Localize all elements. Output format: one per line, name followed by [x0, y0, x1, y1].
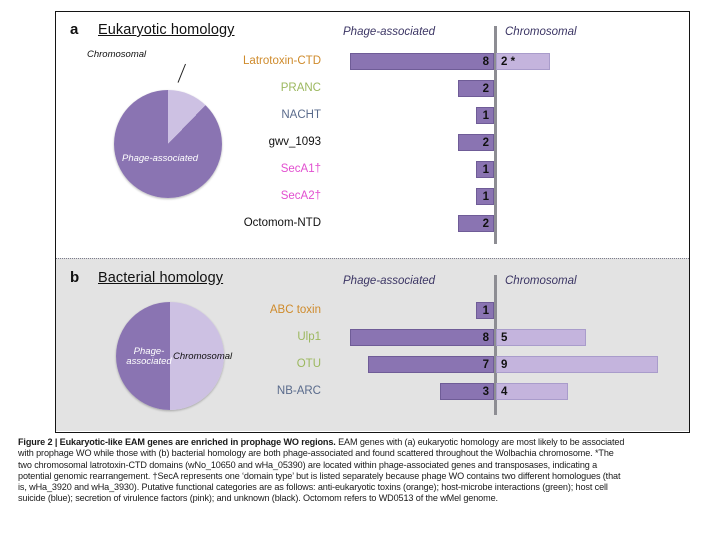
bar-value-chromosomal-ulp1: 5 [501, 332, 508, 344]
panel-a-title: Eukaryotic homology [98, 22, 235, 38]
bar-value-phage-nb-arc: 3 [482, 386, 489, 398]
panel-b-pie-chart [116, 302, 224, 410]
panel-a: a Eukaryotic homology Chromosomal Phage-… [56, 12, 689, 258]
panel-b-center-axis [494, 275, 497, 415]
bar-phage-nb-arc: 3 [440, 383, 494, 400]
figure-caption: Figure 2 | Eukaryotic-like EAM genes are… [18, 437, 718, 505]
bar-phage-gwv-1093: 2 [458, 134, 494, 151]
caption-line-6: suicide (blue); secretion of virulence f… [18, 493, 498, 504]
gene-label-latrotoxin-ctd: Latrotoxin-CTD [243, 55, 321, 67]
panel-b: b Bacterial homology Phage-associated Ch… [56, 258, 689, 431]
panel-b-pie-label-chromosomal: Chromosomal [173, 351, 233, 362]
panel-a-header-phage: Phage-associated [343, 26, 436, 38]
panel-a-pie-chart [114, 90, 222, 198]
bar-chromosomal-otu: 9 [496, 356, 658, 373]
bar-phage-otu: 7 [368, 356, 494, 373]
panel-b-header-chromosomal: Chromosomal [505, 275, 577, 287]
bar-value-chromosomal-nb-arc: 4 [501, 386, 508, 398]
bar-value-phage-ulp1: 8 [482, 332, 489, 344]
bar-phage-abc-toxin: 1 [476, 302, 494, 319]
caption-line-1: Figure 2 | Eukaryotic-like EAM genes are… [18, 437, 718, 448]
bar-value-chromosomal-latrotoxin-ctd: 2 * [501, 56, 516, 68]
panel-b-title: Bacterial homology [98, 270, 224, 286]
gene-label-ulp1: Ulp1 [297, 331, 321, 343]
bar-value-phage-gwv-1093: 2 [482, 137, 489, 149]
bar-value-phage-pranc: 2 [482, 83, 489, 95]
gene-label-octomom-ntd: Octomom-NTD [243, 217, 321, 229]
bar-phage-seca2: 1 [476, 188, 494, 205]
panel-a-center-axis [494, 26, 497, 244]
bar-value-chromosomal-otu: 9 [501, 359, 508, 371]
bar-phage-octomom-ntd: 2 [458, 215, 494, 232]
bar-phage-pranc: 2 [458, 80, 494, 97]
bar-phage-seca1: 1 [476, 161, 494, 178]
gene-label-nacht: NACHT [281, 109, 321, 121]
panel-b-header-phage: Phage-associated [343, 275, 436, 287]
panel-a-pie-label-phage: Phage-associated [122, 153, 199, 164]
caption-line-4: potential genomic rearrangement. †SecA r… [18, 470, 621, 481]
caption-title-bold: Figure 2 | Eukaryotic-like EAM genes are… [18, 437, 336, 447]
caption-line-1-rest: EAM genes with (a) eukaryotic homology a… [335, 437, 625, 447]
bar-value-phage-abc-toxin: 1 [482, 305, 489, 317]
gene-label-abc-toxin: ABC toxin [269, 304, 321, 316]
panel-a-pie-label-chromosomal: Chromosomal [87, 49, 147, 60]
panel-a-bar-chart: Phage-associated Chromosomal Latrotoxin-… [56, 12, 689, 258]
gene-label-otu: OTU [296, 358, 321, 370]
bar-value-phage-octomom-ntd: 2 [482, 218, 489, 230]
bar-phage-ulp1: 8 [350, 329, 494, 346]
bar-phage-nacht: 1 [476, 107, 494, 124]
caption-line-5: is, wHa_3920 and wHa_3930). Putative fun… [18, 482, 608, 493]
caption-line-3: two chromosomal latrotoxin-CTD domains (… [18, 459, 598, 470]
figure-frame: a Eukaryotic homology Chromosomal Phage-… [55, 11, 690, 433]
panel-a-header-chromosomal: Chromosomal [505, 26, 577, 38]
bar-chromosomal-nb-arc: 4 [496, 383, 568, 400]
gene-label-nb-arc: NB-ARC [276, 385, 321, 397]
gene-label-gwv-1093: gwv_1093 [268, 136, 321, 148]
bar-value-phage-otu: 7 [482, 359, 489, 371]
caption-line-2: with prophage WO while those with (b) ba… [18, 448, 614, 459]
bar-value-phage-seca2: 1 [482, 191, 489, 203]
bar-phage-latrotoxin-ctd: 8 [350, 53, 494, 70]
bar-value-phage-seca1: 1 [482, 164, 489, 176]
gene-label-seca1: SecA1† [280, 163, 321, 175]
panel-a-letter: a [70, 21, 79, 38]
panel-b-bar-chart: Phage-associated Chromosomal ABC toxin 1… [56, 259, 689, 431]
panel-b-pie-label-phage: Phage-associated [126, 346, 172, 367]
gene-label-seca2: SecA2† [280, 190, 321, 202]
gene-label-pranc: PRANC [280, 82, 321, 94]
bar-value-phage-nacht: 1 [482, 110, 489, 122]
panel-b-letter: b [70, 269, 80, 286]
bar-chromosomal-latrotoxin-ctd: 2 * [496, 53, 550, 70]
bar-value-phage-latrotoxin-ctd: 8 [482, 56, 489, 68]
bar-chromosomal-ulp1: 5 [496, 329, 586, 346]
